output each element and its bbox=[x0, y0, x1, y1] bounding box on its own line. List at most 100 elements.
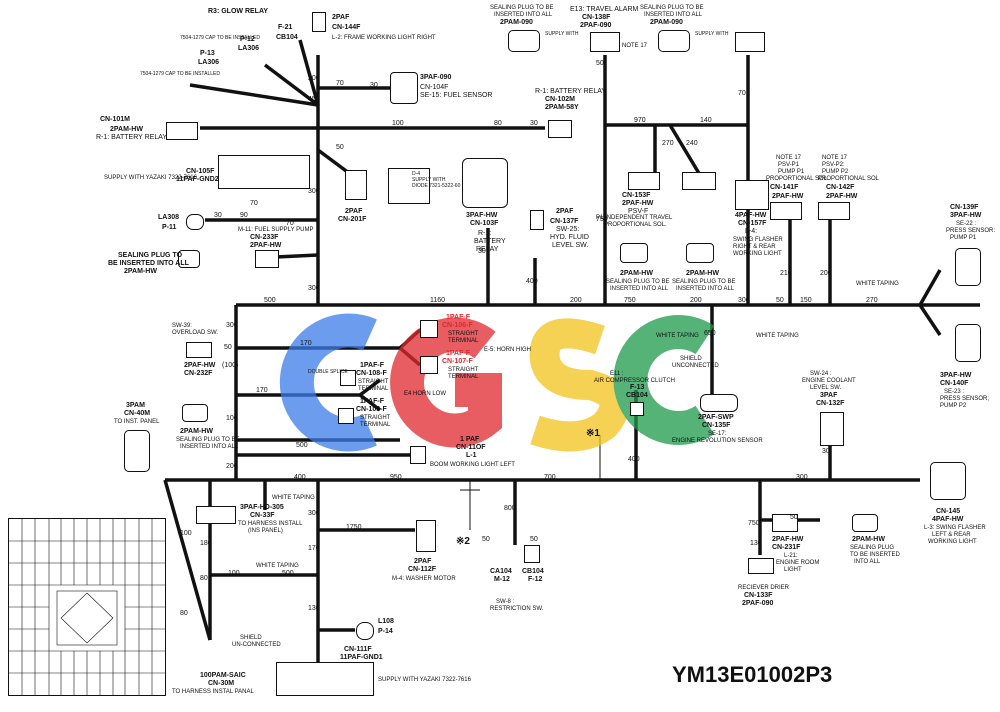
len-170c: 170 bbox=[308, 545, 320, 552]
cn135f-connector bbox=[700, 394, 738, 412]
len-100b: (100) bbox=[222, 362, 239, 369]
len-130a: 130 bbox=[308, 605, 320, 612]
cn142f-type: 2PAF-HW bbox=[826, 193, 858, 200]
cn108f-connector bbox=[340, 370, 356, 386]
sealing-left2 bbox=[182, 404, 208, 422]
sw39-id: CN-232F bbox=[184, 370, 213, 377]
diode-label: D-4 bbox=[412, 171, 421, 177]
cn145-id: CN-145 bbox=[936, 508, 961, 515]
sealing-left-l3: 2PAM-HW bbox=[124, 268, 157, 275]
cn106f-type: 1PAF-F bbox=[446, 314, 470, 321]
len-200b: 200 bbox=[570, 297, 582, 304]
white-taping-5: WHITE TAPING bbox=[856, 281, 899, 287]
sealing-mid1-l3: INSERTED INTO ALL bbox=[610, 286, 669, 292]
len-180: 180 bbox=[200, 540, 212, 547]
cn233f-desc: M-11: FUEL SUPPLY PUMP bbox=[238, 227, 314, 233]
sealing-left-l2: BE INSERTED INTO ALL bbox=[108, 260, 189, 267]
cn101m-id: CN-101M bbox=[100, 116, 130, 123]
cn140f-connector bbox=[955, 324, 981, 362]
len-650: 650 bbox=[704, 330, 716, 337]
cn157f-type: 4PAF-HW bbox=[735, 212, 767, 219]
cn138f-desc: E13: TRAVEL ALARM bbox=[570, 6, 639, 13]
cn233f-id: CN-233F bbox=[250, 234, 279, 241]
cn133f-connector bbox=[748, 558, 774, 574]
cn135f-d1: SE-17: bbox=[708, 431, 727, 437]
sealing-br bbox=[852, 514, 878, 532]
cn142f-sol: PROPORTIONAL SOL bbox=[818, 176, 880, 182]
cn133f-type: 2PAF-090 bbox=[742, 600, 774, 607]
cn137f-d1: SW-25: bbox=[556, 226, 580, 233]
cn105f-connector bbox=[218, 155, 310, 189]
cn231f-d2: ENGINE ROOM bbox=[776, 560, 820, 566]
cn139f-d2: PRESS SENSOR: bbox=[946, 228, 996, 234]
len-70c: 70 bbox=[286, 220, 294, 227]
cn157f-d3: RIGHT & REAR bbox=[733, 244, 776, 250]
cn231f-id: CN-231F bbox=[772, 544, 801, 551]
cn109f-connector bbox=[338, 408, 354, 424]
cn135f-id: CN-135F bbox=[702, 422, 731, 429]
cn153f-d2: P1 INDEPENDENT TRAVEL bbox=[596, 215, 673, 221]
part-number: YM13E01002P3 bbox=[672, 662, 833, 687]
cn104f-id: CN-104F bbox=[420, 84, 449, 91]
len-300c: 300 bbox=[738, 297, 750, 304]
cn233f-type: 2PAF-HW bbox=[250, 242, 282, 249]
cn30m-id: CN-30M bbox=[208, 680, 235, 687]
len-300e: 300 bbox=[796, 474, 808, 481]
len-70d: 70 bbox=[738, 90, 746, 97]
len-50e: 50 bbox=[530, 536, 538, 543]
cn139f-d1: SE-22 : bbox=[956, 221, 977, 227]
cn103f-d1: R-1: bbox=[478, 230, 492, 237]
len-1160: 1160 bbox=[430, 297, 446, 304]
cn103f-d2: BATTERY bbox=[474, 238, 506, 245]
cn103f-type: 3PAF-HW bbox=[466, 212, 498, 219]
cn101m-connector bbox=[166, 122, 198, 140]
cn132f-d3: LEVEL SW. bbox=[810, 385, 842, 391]
sealing-br-l4: INTO ALL bbox=[854, 559, 881, 565]
cn106f-d1: STRAIGHT bbox=[448, 331, 479, 337]
cn141f-psv: PSV-P1 bbox=[778, 162, 800, 168]
cn108f-d2: TERMINAL bbox=[358, 386, 389, 392]
cn109f-id: CN-109-F bbox=[356, 406, 387, 413]
cn141f-sol: PROPORTIONAL SOL bbox=[766, 176, 828, 182]
cn141f-id: CN-141F bbox=[770, 184, 799, 191]
len-400c: 400 bbox=[526, 278, 538, 285]
cn140f-d3: PUMP P2 bbox=[940, 403, 967, 409]
cn104f-desc: SE-15: FUEL SENSOR bbox=[420, 92, 493, 99]
cn103f-d3: RELAY bbox=[476, 246, 499, 253]
len-140: 140 bbox=[700, 117, 712, 124]
len-950: 950 bbox=[390, 474, 402, 481]
cn133f-id: CN-133F bbox=[744, 592, 773, 599]
cn13-d1: E11 : bbox=[610, 371, 624, 377]
la306-label: LA306 bbox=[238, 45, 260, 52]
cn101m-desc: R-1: BATTERY RELAY bbox=[96, 134, 168, 141]
cn145-d2: LEFT & REAR bbox=[932, 532, 971, 538]
note17-top: NOTE 17 bbox=[622, 43, 648, 49]
cn141f-type: 2PAF-HW bbox=[772, 193, 804, 200]
cn138f-id: CN-138F bbox=[582, 14, 611, 21]
sealing-top1-l3: 2PAM-090 bbox=[500, 19, 533, 26]
cn40m-desc: TO INST. PANEL bbox=[114, 419, 160, 425]
cn104f-type: 3PAF-090 bbox=[420, 74, 452, 81]
len-50d: 50 bbox=[482, 536, 490, 543]
diode-d4 bbox=[388, 168, 430, 204]
len-30b: 30 bbox=[530, 120, 538, 127]
len-30a: 30 bbox=[370, 82, 378, 89]
sealing-br-l2: SEALING PLUG bbox=[850, 545, 895, 551]
cn201f-type: 2PAF bbox=[345, 208, 363, 215]
len-500b: 500 bbox=[296, 442, 308, 449]
len-700: 700 bbox=[544, 474, 556, 481]
cn231f-d1: L-21: bbox=[784, 553, 798, 559]
cn142f-id: CN-142F bbox=[826, 184, 855, 191]
la308-label: LA308 bbox=[158, 214, 180, 221]
cn30m-type: 100PAM-SAIC bbox=[200, 672, 246, 679]
len-300b: 300 bbox=[308, 285, 320, 292]
sealing-top2 bbox=[658, 30, 690, 52]
cap-note-1: 7504-1279 CAP TO BE INSTALLED bbox=[180, 35, 260, 41]
cn106f-id: CN-106-F bbox=[442, 322, 473, 329]
cn106f-connector bbox=[420, 320, 438, 338]
cn112f-connector bbox=[416, 520, 436, 552]
len-270a: 270 bbox=[866, 297, 878, 304]
len-70b: 70 bbox=[250, 200, 258, 207]
psv-connector bbox=[682, 172, 716, 190]
